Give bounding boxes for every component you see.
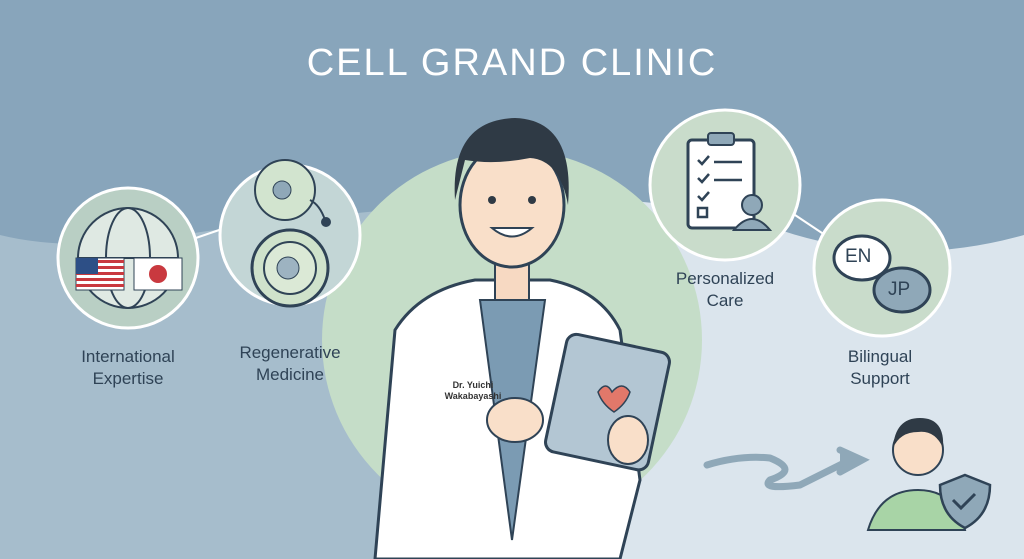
flow-arrows: [703, 446, 870, 491]
cells-icon: [218, 159, 362, 308]
label-line: Personalized: [675, 269, 775, 288]
label-line: Care: [706, 291, 744, 310]
jp-label: JP: [888, 279, 911, 300]
label-line: Regenerative: [239, 343, 341, 362]
clipboard-person-icon: [648, 108, 802, 262]
tablet: [544, 332, 671, 472]
label-line: Medicine: [255, 365, 325, 384]
en-label: EN: [845, 246, 872, 267]
label-line: Bilingual: [847, 347, 913, 366]
shield-check-icon: [938, 473, 992, 530]
label-line: Expertise: [92, 369, 164, 388]
globe-flags-icon: [56, 186, 200, 330]
name-line: Dr. Yuichi: [452, 380, 494, 390]
doctor-figure: [373, 118, 671, 559]
label-line: Support: [850, 369, 910, 388]
speech-bubbles-icon: [812, 198, 952, 338]
name-line: Wakabayashi: [444, 391, 502, 401]
label-line: International: [81, 347, 175, 366]
page-title: CELL GRAND CLINIC: [306, 42, 718, 84]
